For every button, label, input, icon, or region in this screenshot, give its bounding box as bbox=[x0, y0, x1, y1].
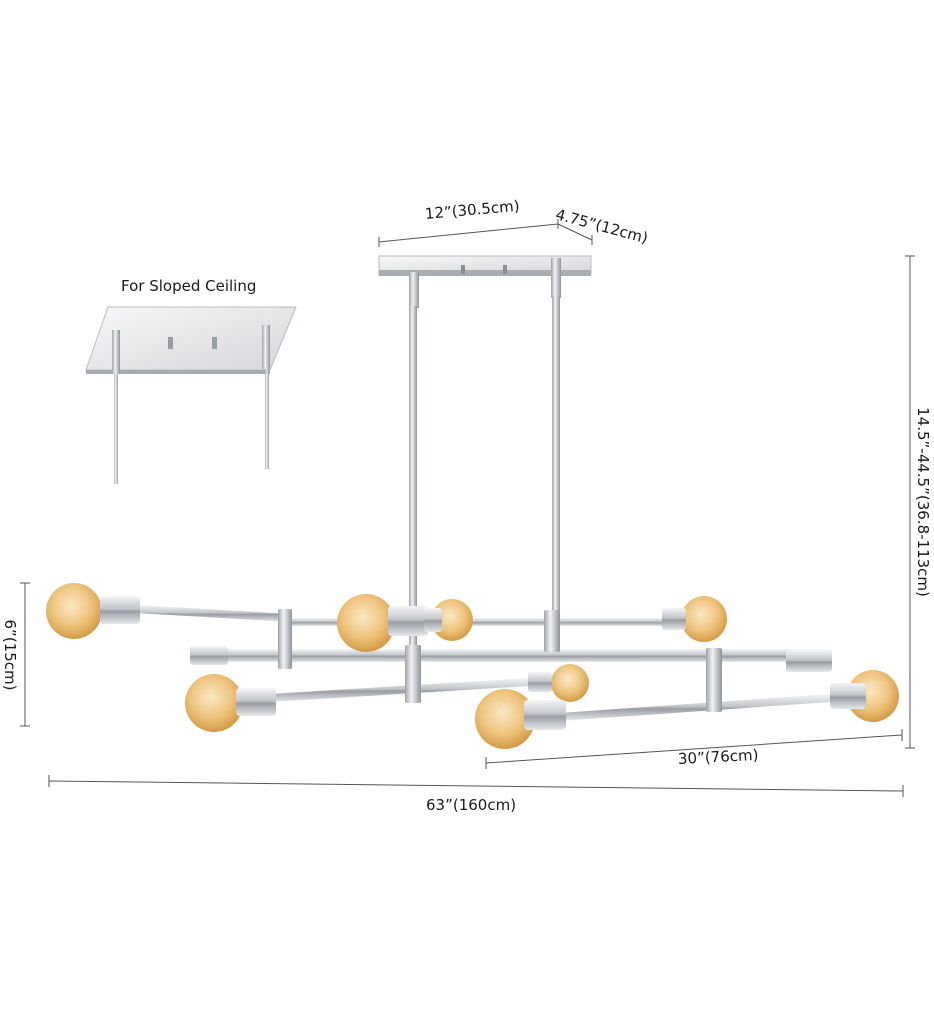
fixture-frame bbox=[135, 605, 832, 721]
bulbs bbox=[46, 583, 899, 749]
overall-length-label: 63”(160cm) bbox=[426, 796, 517, 814]
fixture-height-label: 6”(15cm) bbox=[1, 619, 19, 691]
dimension-lines bbox=[20, 219, 915, 797]
bulb-4 bbox=[662, 596, 727, 642]
bulb-6 bbox=[528, 664, 589, 702]
bulb-5 bbox=[185, 674, 276, 732]
sloped-ceiling-inset bbox=[85, 306, 297, 484]
bulb-7 bbox=[475, 689, 566, 749]
ceiling-canopy bbox=[378, 255, 592, 308]
down-rods bbox=[409, 296, 560, 646]
bulb-3 bbox=[424, 599, 473, 641]
sloped-ceiling-caption: For Sloped Ceiling bbox=[121, 277, 257, 295]
bulb-8 bbox=[830, 670, 899, 722]
bulb-1 bbox=[46, 583, 140, 639]
bulb-2 bbox=[337, 594, 428, 652]
height-range-label: 14.5”-44.5”(36.8-113cm) bbox=[914, 407, 932, 597]
